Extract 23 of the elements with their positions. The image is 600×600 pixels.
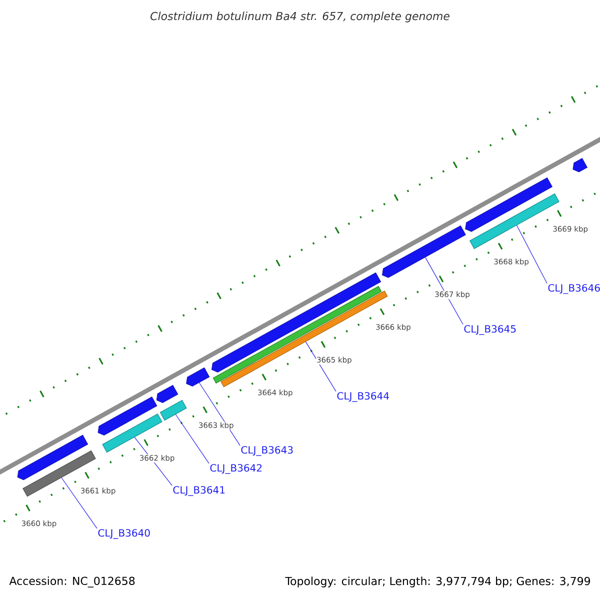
gene-label: CLJ_B3646 xyxy=(548,284,600,294)
accession-text: Accession: NC_012658 xyxy=(9,576,135,588)
gene-label: CLJ_B3641 xyxy=(173,486,225,496)
gene-label: CLJ_B3644 xyxy=(337,392,389,402)
leader-line xyxy=(305,342,336,392)
gene-label: CLJ_B3642 xyxy=(210,464,262,474)
leader-line xyxy=(516,225,548,284)
gene-block xyxy=(156,384,178,403)
leader-line xyxy=(198,382,240,446)
gene-block xyxy=(465,177,552,232)
genome-info-text: Topology: circular; Length: 3,977,794 bp; Genes: 3,799 xyxy=(285,576,590,588)
gene-label: CLJ_B3643 xyxy=(241,446,293,456)
gene-label: CLJ_B3645 xyxy=(464,325,516,335)
leader-line xyxy=(424,256,464,325)
leader-line xyxy=(61,477,98,529)
gene-block xyxy=(186,368,210,386)
leader-line xyxy=(175,414,210,464)
gene-label: CLJ_B3640 xyxy=(98,529,150,539)
gene-block xyxy=(382,225,466,278)
title: Clostridium botulinum Ba4 str. 657, complete genome xyxy=(150,12,450,22)
gene-block xyxy=(572,158,588,172)
gene-block xyxy=(17,434,88,480)
gene-block xyxy=(98,396,158,436)
